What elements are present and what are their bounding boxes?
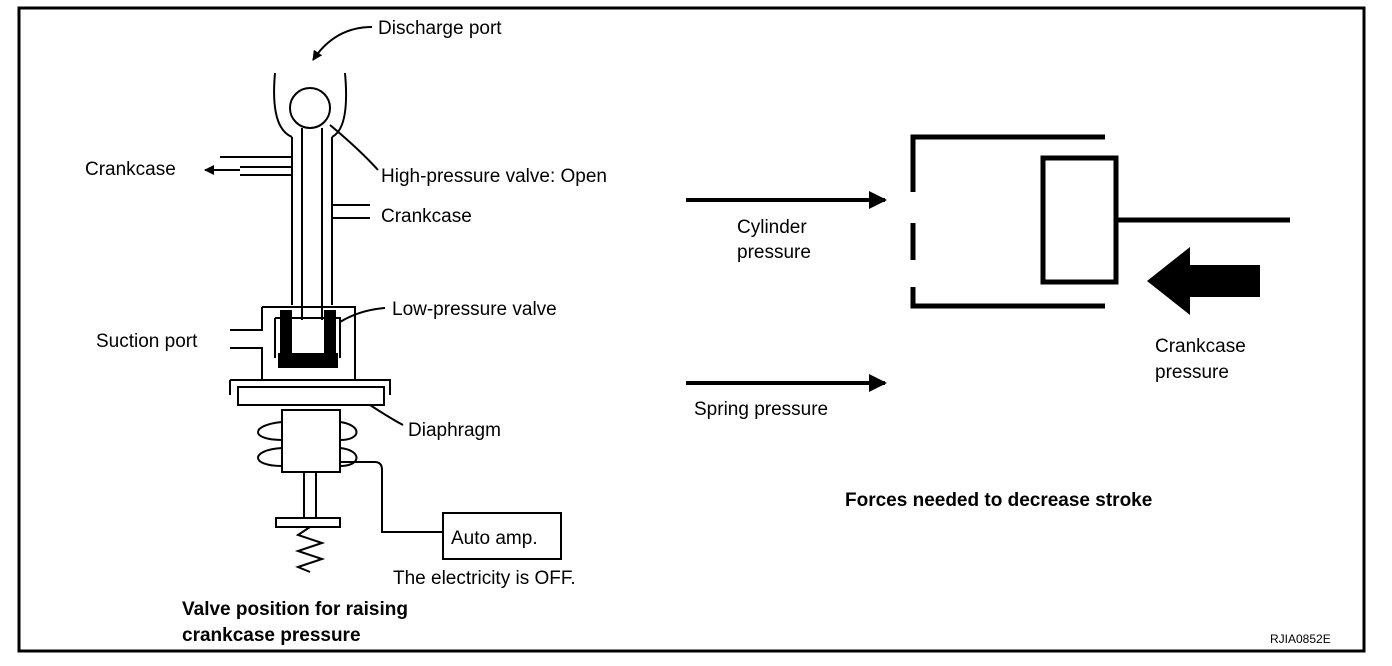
piston [1040, 155, 1119, 285]
high-pressure-valve-label: High-pressure valve: Open [381, 166, 607, 187]
cylinder-pressure-label-2: pressure [737, 242, 811, 263]
solenoid-plunger [281, 409, 341, 473]
electricity-status-label: The electricity is OFF. [393, 568, 576, 589]
auto-amp-label: Auto amp. [451, 528, 538, 549]
spring-pressure-label: Spring pressure [694, 399, 828, 420]
amp-wire [340, 461, 443, 533]
discharge-port-housing-right [331, 72, 348, 138]
crankcase-pressure-label-1: Crankcase [1155, 336, 1246, 357]
spring-seat [275, 517, 341, 528]
high-pressure-ball [289, 87, 331, 129]
left-caption-line-2: crankcase pressure [182, 625, 361, 646]
valve-body [230, 306, 356, 380]
discharge-port-label: Discharge port [378, 18, 502, 39]
low-pressure-valve-label: Low-pressure valve [392, 299, 557, 320]
crankcase-label: Crankcase [381, 206, 472, 227]
low-pressure-leader [339, 307, 386, 323]
spring [294, 526, 326, 573]
diaphragm [237, 386, 385, 406]
crankcase-outlet-label: Crankcase [85, 159, 176, 180]
crankcase-pressure-arrow [1147, 247, 1260, 315]
crankcase-pressure-label-2: pressure [1155, 362, 1229, 383]
diaphragm-label: Diaphragm [408, 420, 501, 441]
diaphragm-leader [369, 404, 404, 426]
auto-amp-box [442, 512, 562, 560]
low-pressure-valve [278, 310, 338, 368]
figure-frame [17, 6, 1366, 653]
discharge-port-leader [312, 26, 373, 61]
left-caption-line-1: Valve position for raising [182, 599, 408, 620]
discharge-port-housing [273, 72, 293, 138]
right-caption: Forces needed to decrease stroke [845, 490, 1152, 511]
control-valve-cutaway [220, 72, 562, 573]
cylinder-piston [910, 134, 1290, 309]
cylinder-wall-top [910, 134, 1105, 192]
cylinder-wall-bottom [910, 287, 1105, 309]
high-pressure-leader [329, 124, 379, 171]
suction-port-label: Suction port [96, 331, 198, 352]
figure-code: RJIA0852E [1270, 632, 1331, 646]
cylinder-pressure-label-1: Cylinder [737, 217, 807, 238]
solenoid-coil [257, 421, 358, 467]
diaphragm-housing [229, 379, 391, 395]
